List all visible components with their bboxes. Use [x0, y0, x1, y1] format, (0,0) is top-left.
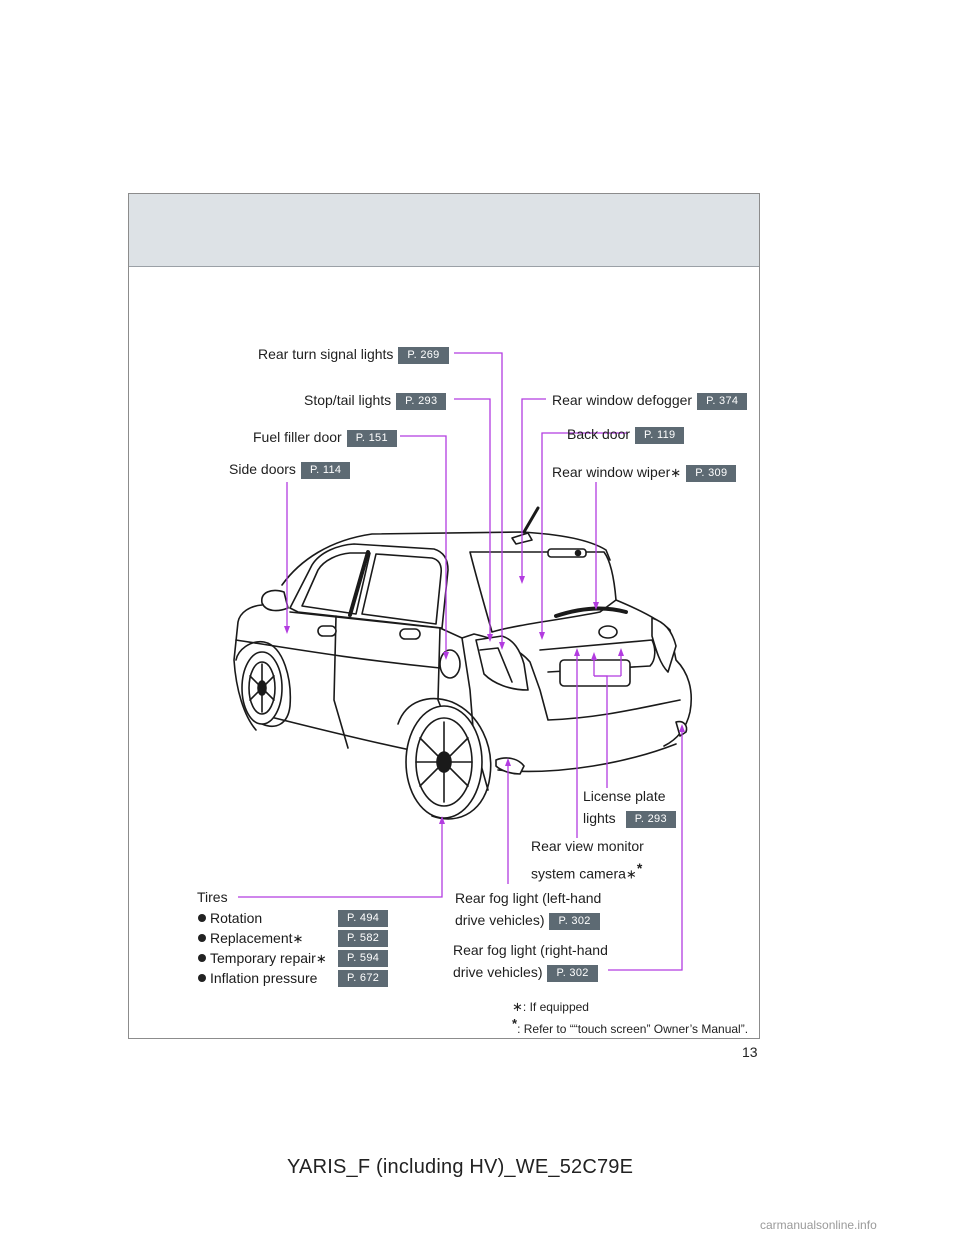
bullet-dot: [198, 934, 206, 942]
page-ref-badge[interactable]: P. 672: [338, 970, 389, 987]
touch-screen-mark: *: [636, 860, 643, 876]
tires-item-replacement: Replacement∗: [198, 928, 303, 949]
bullet-dot: [198, 914, 206, 922]
rear-view-camera-label: Rear view monitor system camera∗*: [531, 838, 644, 882]
page-ref-badge[interactable]: P. 293: [396, 393, 447, 410]
tires-item-temporary-repair: Temporary repair∗: [198, 948, 327, 969]
bullet-dot: [198, 954, 206, 962]
if-equipped-mark: ∗: [670, 465, 682, 480]
tires-title: Tires: [197, 889, 228, 905]
page-ref-badge[interactable]: P. 302: [549, 913, 600, 930]
page-number: 13: [742, 1044, 758, 1060]
footnote-touch-screen: *: Refer to ““touch screen” Owner’s Manu…: [512, 1016, 749, 1036]
if-equipped-mark: ∗: [315, 951, 327, 966]
page-ref-badge[interactable]: P. 594: [338, 950, 389, 967]
rear-fog-left-label: Rear fog light (left-hand drive vehicles…: [455, 890, 602, 930]
diagram-panel: [128, 193, 760, 1039]
page-ref-badge[interactable]: P. 151: [346, 430, 397, 447]
if-equipped-mark: ∗: [625, 866, 637, 882]
car-illustration: [233, 506, 692, 820]
rear-window-wiper-label: Rear window wiper∗P. 309: [552, 462, 737, 483]
page-ref-badge[interactable]: P. 309: [686, 465, 737, 482]
page-ref-badge[interactable]: P. 119: [635, 427, 685, 444]
panel-header: [129, 194, 759, 267]
rear-fog-right-label: Rear fog light (right-hand drive vehicle…: [453, 942, 608, 982]
page-ref-badge[interactable]: P. 374: [697, 393, 748, 410]
page-ref-badge[interactable]: P. 269: [398, 347, 449, 364]
page-ref-badge[interactable]: P. 582: [338, 930, 389, 947]
tires-item-inflation-pressure: Inflation pressure: [198, 968, 317, 988]
tires-item-rotation: Rotation: [198, 908, 262, 928]
page-ref-badge[interactable]: P. 293: [625, 811, 676, 828]
leader-lines: [238, 352, 683, 971]
if-equipped-mark: ∗: [292, 931, 304, 946]
page-ref-badge[interactable]: P. 302: [547, 965, 598, 982]
watermark: carmanualsonline.info: [760, 1218, 877, 1232]
page-ref-badge[interactable]: P. 494: [338, 910, 389, 927]
bullet-dot: [198, 974, 206, 982]
footnote-if-equipped: ∗: If equipped: [512, 999, 589, 1014]
document-code: YARIS_F (including HV)_WE_52C79E: [287, 1156, 634, 1178]
page-ref-badge[interactable]: P. 114: [300, 462, 351, 479]
leader-arrowheads: [284, 576, 685, 824]
